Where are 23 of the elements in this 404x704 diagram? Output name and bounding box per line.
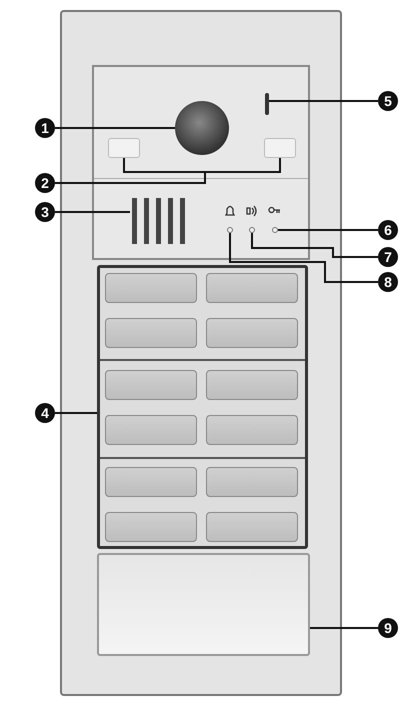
leader-line <box>229 233 378 283</box>
callout-number: 7 <box>378 247 398 267</box>
callout-number: 3 <box>35 202 55 222</box>
leader-line <box>55 211 130 213</box>
callout-number: 6 <box>378 220 398 240</box>
speaker-grille <box>130 198 188 244</box>
leader-line <box>251 233 378 258</box>
microphone-slot <box>265 93 269 115</box>
callout-number: 2 <box>35 173 55 193</box>
callout-number: 9 <box>378 618 398 638</box>
leader-line <box>55 127 175 129</box>
leader-line <box>310 627 378 629</box>
leader-line <box>269 100 378 102</box>
callout-number: 1 <box>35 118 55 138</box>
callout-number: 8 <box>378 272 398 292</box>
light-window <box>264 138 296 158</box>
leader-line <box>55 412 97 414</box>
keypad-panel <box>97 265 308 549</box>
leader-line <box>278 229 378 231</box>
callout-number: 4 <box>35 403 55 423</box>
name-plate <box>97 553 310 656</box>
light-window <box>108 138 140 158</box>
callout-number: 5 <box>378 91 398 111</box>
